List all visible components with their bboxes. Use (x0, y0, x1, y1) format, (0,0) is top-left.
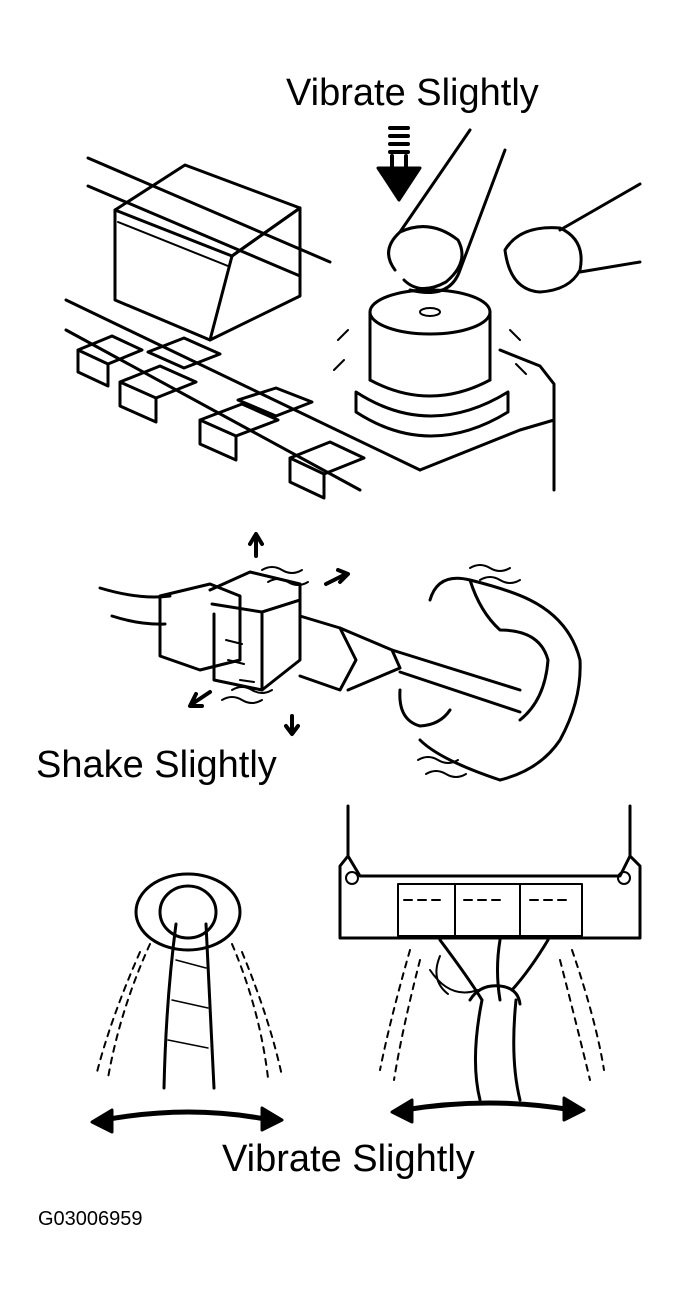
press-arrow-icon (376, 126, 422, 202)
fuse-row (76, 334, 366, 500)
press-finger-icon (387, 128, 642, 294)
relay-icon (113, 163, 302, 342)
label-vibrate-slightly-top: Vibrate Slightly (286, 72, 539, 114)
label-vibrate-slightly-bottom: Vibrate Slightly (222, 1138, 475, 1180)
grommet-wire-icon (95, 872, 283, 1090)
relay-block-illustration (64, 126, 642, 500)
round-relay-icon (333, 288, 527, 438)
figure-id: G03006959 (38, 1208, 143, 1230)
double-arrow-icon-2 (390, 1096, 586, 1124)
hand-icon (398, 576, 582, 782)
ecu-harness-icon (338, 804, 642, 1102)
double-arrow-icon (90, 1106, 284, 1134)
connector-icon (158, 570, 402, 692)
connector-illustration (98, 532, 582, 782)
label-shake-slightly: Shake Slightly (36, 744, 277, 786)
